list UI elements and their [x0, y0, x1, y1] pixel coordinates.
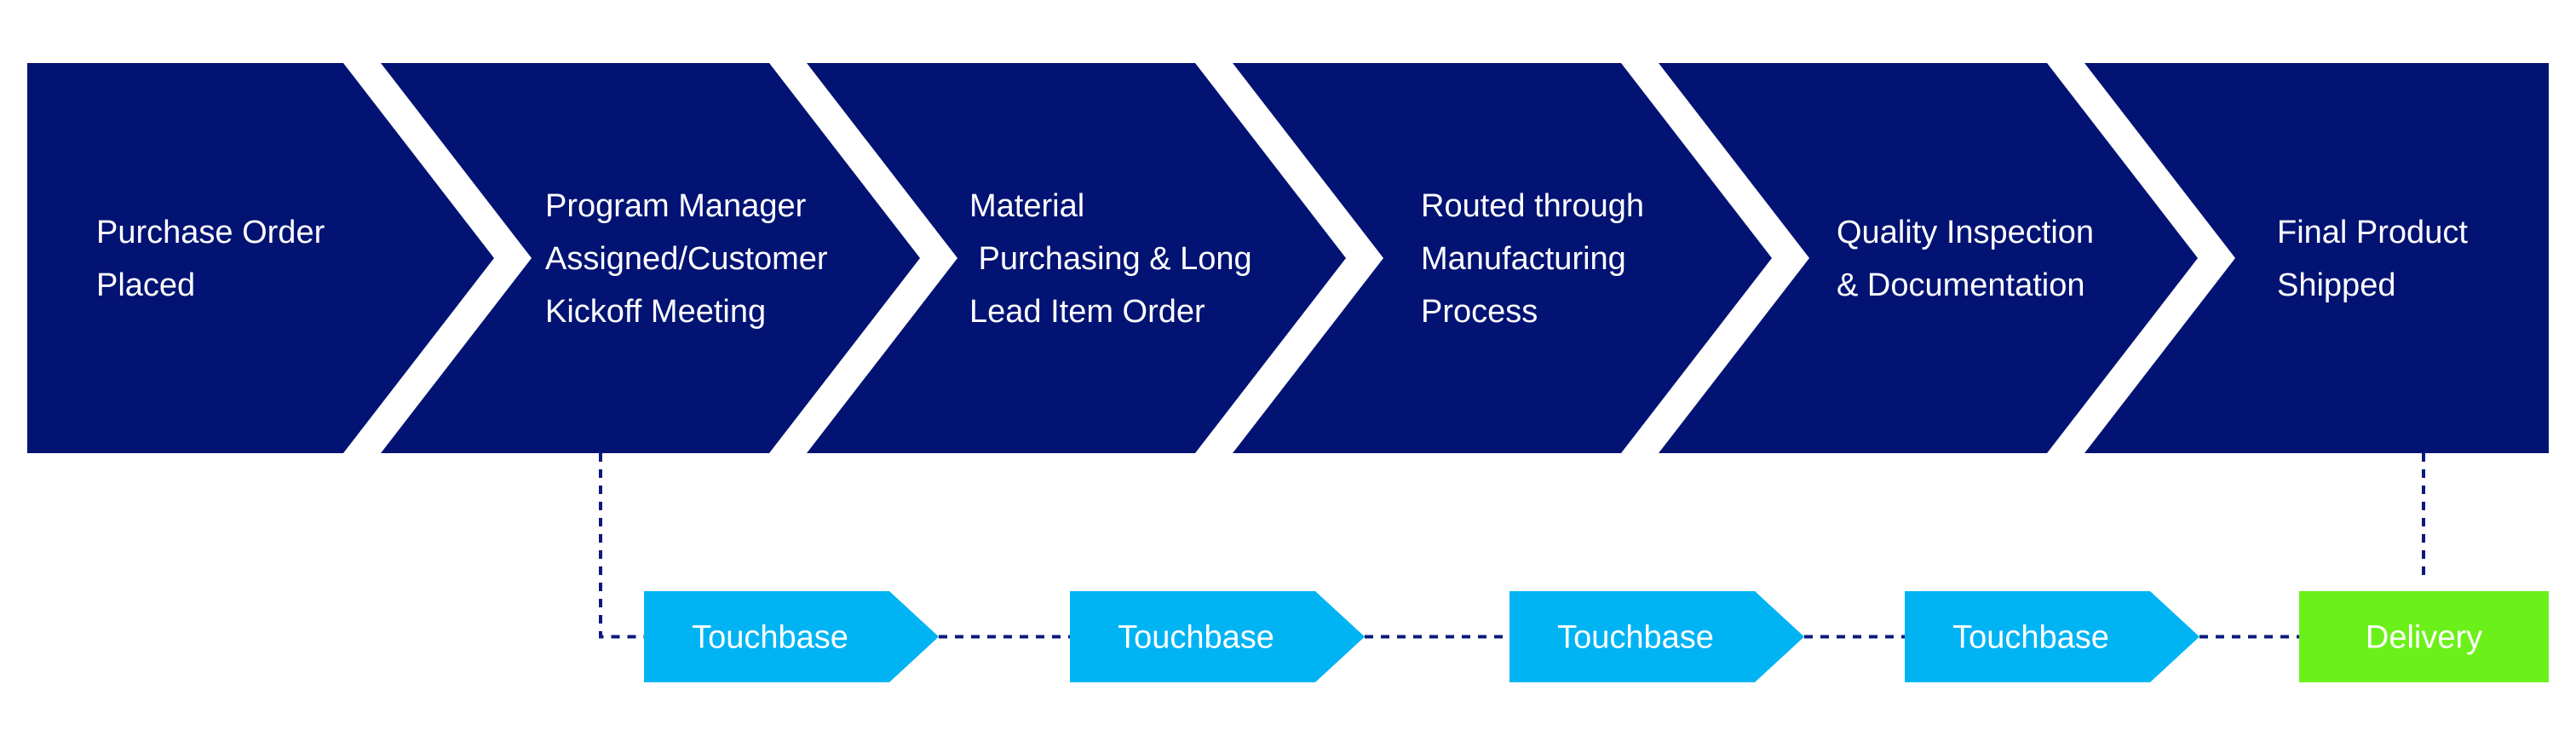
- touchbase-arrow: Touchbase: [1905, 591, 2199, 682]
- step-label-line: Shipped: [2277, 267, 2395, 303]
- step-label-line: Manufacturing: [1421, 241, 1626, 277]
- delivery-label: Delivery: [2366, 620, 2482, 656]
- touchbase-label: Touchbase: [692, 620, 848, 656]
- step-chevron-shape: [1233, 63, 1772, 453]
- step-chevron-shape: [1659, 63, 2198, 453]
- step-label-line: Placed: [96, 267, 195, 303]
- touchbase-label: Touchbase: [1118, 620, 1274, 656]
- step-chevron-shape: [2084, 63, 2549, 453]
- step-label-line: Kickoff Meeting: [545, 294, 766, 330]
- touchbase-shape: [644, 591, 939, 682]
- step-label-line: Assigned/Customer: [545, 241, 828, 277]
- touchbase-shape: [1905, 591, 2199, 682]
- step-label-line: Process: [1421, 294, 1538, 330]
- delivery-box: Delivery: [2299, 591, 2549, 682]
- step-label: Quality Inspection & Documentation: [1837, 215, 2094, 303]
- step-label-line: Purchase Order: [96, 215, 325, 250]
- touchbase-label: Touchbase: [1557, 620, 1714, 656]
- step-label-line: Lead Item Order: [969, 294, 1205, 330]
- connectors: [599, 453, 2425, 639]
- touchbase-arrow: Touchbase: [1070, 591, 1365, 682]
- touchpoints: Touchbase Touchbase Touchbase Touchbase Deli…: [644, 591, 2549, 682]
- touchbase-label: Touchbase: [1952, 620, 2109, 656]
- touchbase-shape: [1070, 591, 1365, 682]
- step-label-line: & Documentation: [1837, 267, 2085, 303]
- touchbase-shape: [1509, 591, 1804, 682]
- touchbase-arrow: Touchbase: [1509, 591, 1804, 682]
- step-label-line: Quality Inspection: [1837, 215, 2094, 250]
- process-step: Quality Inspection & Documentation: [1659, 63, 2198, 453]
- step-label-line: Final Product: [2277, 215, 2468, 250]
- touchbase-arrow: Touchbase: [644, 591, 939, 682]
- connector-start: [599, 453, 644, 639]
- step-label-line: Material: [969, 188, 1084, 224]
- step-label-line: Program Manager: [545, 188, 807, 224]
- delivery-shape: [2299, 591, 2549, 682]
- step-chevron-shape: [381, 63, 920, 453]
- step-label-line: Purchasing & Long: [969, 241, 1252, 277]
- step-label-line: Routed through: [1421, 188, 1644, 224]
- step-chevron-shape: [27, 63, 494, 453]
- step-chevron-shape: [807, 63, 1346, 453]
